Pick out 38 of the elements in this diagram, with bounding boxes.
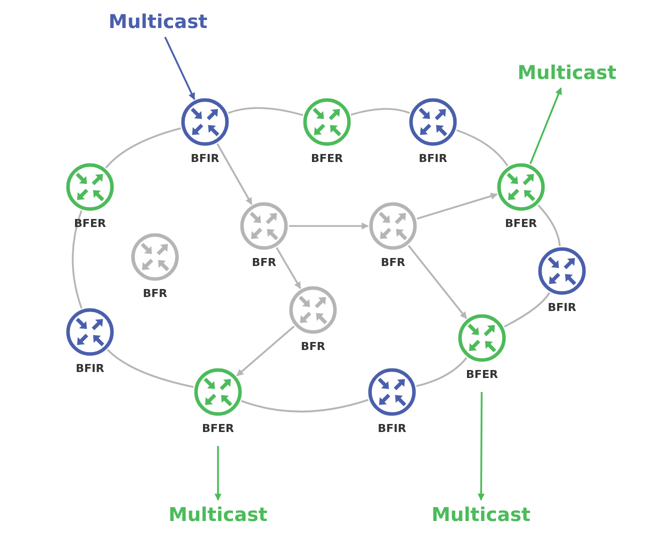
router-label: BFER bbox=[505, 218, 537, 229]
multicast-label: Multicast bbox=[517, 64, 617, 82]
arrow bbox=[478, 392, 485, 501]
arrow bbox=[276, 247, 302, 289]
link-line bbox=[105, 127, 182, 168]
link-line bbox=[241, 398, 369, 412]
arrow bbox=[216, 143, 252, 205]
router-label: BFIR bbox=[378, 423, 406, 434]
link-line bbox=[538, 204, 561, 246]
router-label: BFER bbox=[74, 218, 106, 229]
router-label: BFER bbox=[202, 423, 234, 434]
multicast-label: Multicast bbox=[108, 12, 208, 32]
router-label: BFIR bbox=[76, 363, 104, 374]
arrow bbox=[408, 245, 468, 319]
link-line bbox=[106, 349, 194, 388]
link-line bbox=[456, 129, 508, 166]
link-line bbox=[350, 108, 410, 116]
link-line bbox=[72, 210, 82, 309]
router-label: BFIR bbox=[418, 153, 448, 164]
arrow bbox=[416, 192, 498, 220]
router-label: BFER bbox=[311, 153, 343, 164]
router-label: BFR bbox=[142, 288, 168, 299]
router-label: BFIR bbox=[190, 153, 220, 164]
router-label: BFER bbox=[466, 369, 498, 380]
multicast-label: Multicast bbox=[168, 506, 268, 524]
router-label: BFIR bbox=[548, 302, 576, 313]
router-label: BFR bbox=[380, 257, 406, 268]
multicast-label: Multicast bbox=[431, 506, 531, 524]
link-line bbox=[504, 292, 550, 328]
arrow bbox=[214, 446, 222, 501]
link-line bbox=[416, 357, 468, 388]
router-label: BFR bbox=[252, 257, 276, 268]
arrow bbox=[530, 87, 562, 164]
arrow bbox=[236, 326, 295, 376]
arrow bbox=[164, 36, 196, 100]
arrow bbox=[289, 222, 369, 230]
link-line bbox=[228, 107, 304, 116]
router-label: BFR bbox=[300, 341, 326, 352]
